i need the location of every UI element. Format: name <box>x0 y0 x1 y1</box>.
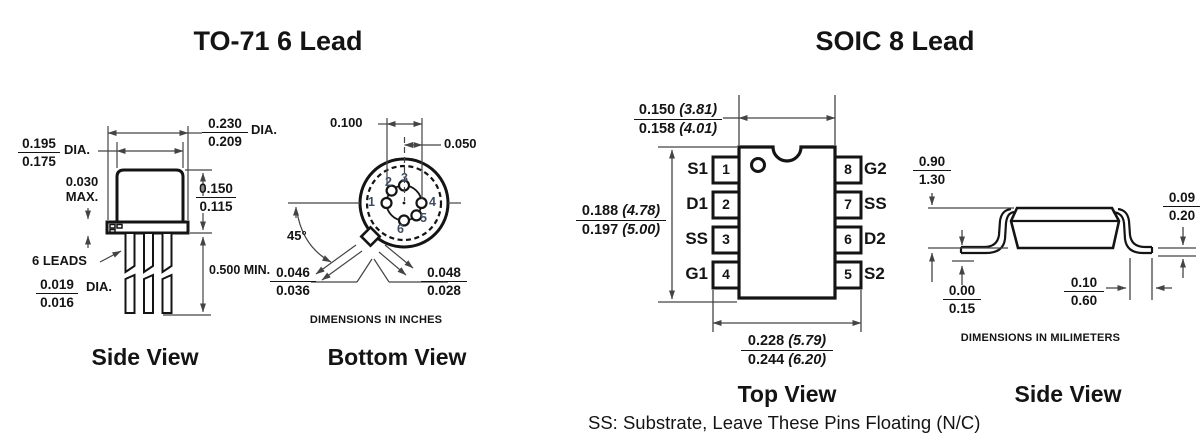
soic-pin1-number: 1 <box>722 161 730 177</box>
to71-pin-number-5: 5 <box>420 211 427 225</box>
to71-pin-number-3: 3 <box>401 171 408 185</box>
soic-pin3-number: 3 <box>722 231 730 247</box>
to71-pin-circles <box>380 179 428 227</box>
soic-pin4-name: G1 <box>685 264 708 283</box>
to71-bottom-dimension-lines <box>288 118 461 283</box>
soic-body-height-dim: 0.90 1.30 <box>913 154 951 187</box>
to71-title: TO-71 6 Lead <box>193 26 363 56</box>
to71-cap-dia-suffix: DIA. <box>64 142 90 157</box>
soic-pin-boxes <box>711 155 863 290</box>
soic-body-length-dim: 0.188 (4.78) 0.197 (5.00) <box>576 203 666 238</box>
soic-pin8-name: G2 <box>864 159 887 178</box>
to71-pin-number-4: 4 <box>429 195 436 209</box>
soic-overall-width-dim: 0.228 (5.79) 0.244 (6.20) <box>741 333 833 368</box>
soic-pin5-number: 5 <box>844 266 852 282</box>
soic-pin2-number: 2 <box>722 196 730 212</box>
to71-leads-callout: 6 LEADS <box>32 253 87 268</box>
to71-dashed-circle <box>365 164 443 242</box>
to71-bottom-view-label: Bottom View <box>327 344 467 370</box>
to71-pin-circle-dim: 0.100 <box>330 115 363 130</box>
soic-pin8-number: 8 <box>844 161 852 177</box>
to71-side-dimension-lines <box>85 126 212 316</box>
to71-cap-height-dim: 0.150 0.115 <box>196 181 236 214</box>
to71-leads <box>124 232 173 314</box>
soic-pin6-number: 6 <box>844 231 852 247</box>
to71-cap-diameter-dim: 0.195 0.175 <box>18 136 60 169</box>
soic-pin6-name: D2 <box>864 229 886 248</box>
substrate-footnote: SS: Substrate, Leave These Pins Floating… <box>588 412 981 433</box>
soic-pin5-name: S2 <box>864 264 885 283</box>
to71-lead-diameter-dim: 0.019 0.016 <box>36 277 78 310</box>
to71-pin-offset-dim: 0.050 <box>444 136 477 151</box>
soic-side-view-drawing <box>928 193 1196 300</box>
to71-pin-number-6: 6 <box>397 222 404 236</box>
soic-side-view-label: Side View <box>1014 381 1122 407</box>
soic-pin4-number: 4 <box>722 266 730 282</box>
soic-pin1-dot <box>750 157 766 173</box>
to71-lead-length-dim: 0.500 MIN. <box>209 263 271 277</box>
to71-side-view-label: Side View <box>91 344 199 370</box>
soic-pin7-number: 7 <box>844 196 852 212</box>
to71-flange-weld-marks <box>109 223 123 234</box>
soic-side-body <box>1009 206 1121 250</box>
to71-flange-dia-suffix: DIA. <box>251 122 277 137</box>
to71-cap-outline <box>115 168 185 222</box>
soic-lead-thickness-dim: 0.09 0.20 <box>1163 190 1200 223</box>
soic-pin7-name: SS <box>864 194 887 213</box>
soic-top-view-label: Top View <box>737 381 837 407</box>
to71-tab-length-dim: 0.048 0.028 <box>421 265 467 298</box>
soic-units-note: DIMENSIONS IN MILIMETERS <box>960 332 1121 344</box>
soic-pin3-name: SS <box>685 229 708 248</box>
soic-body-width-dim: 0.150 (3.81) 0.158 (4.01) <box>634 102 722 137</box>
soic-side-dimension-lines <box>928 193 1196 300</box>
soic-top-view-drawing <box>658 95 863 332</box>
soic-pin1-name: S1 <box>687 159 708 178</box>
to71-tab-angle-dim: 45° <box>287 228 307 243</box>
soic-pin2-name: D1 <box>686 194 708 213</box>
to71-units-note: DIMENSIONS IN INCHES <box>309 314 443 326</box>
soic-top-dimension-lines <box>658 95 862 332</box>
to71-lead-dia-suffix: DIA. <box>86 279 112 294</box>
soic-gullwing-leads <box>959 207 1154 255</box>
to71-pin-number-1: 1 <box>368 195 375 209</box>
to71-tab-width-dim: 0.046 0.036 <box>270 265 316 298</box>
to71-bottom-view-drawing <box>288 118 461 283</box>
to71-pin-number-2: 2 <box>385 175 392 189</box>
soic-foot-length-dim: 0.10 0.60 <box>1064 275 1104 308</box>
to71-index-tab <box>359 225 382 248</box>
to71-flange-max-dim: 0.030 MAX. <box>65 174 99 204</box>
to71-flange-diameter-dim: 0.230 0.209 <box>202 116 248 149</box>
soic-title: SOIC 8 Lead <box>815 26 975 56</box>
soic-standoff-dim: 0.00 0.15 <box>943 283 981 316</box>
to71-side-view-drawing <box>85 126 212 316</box>
